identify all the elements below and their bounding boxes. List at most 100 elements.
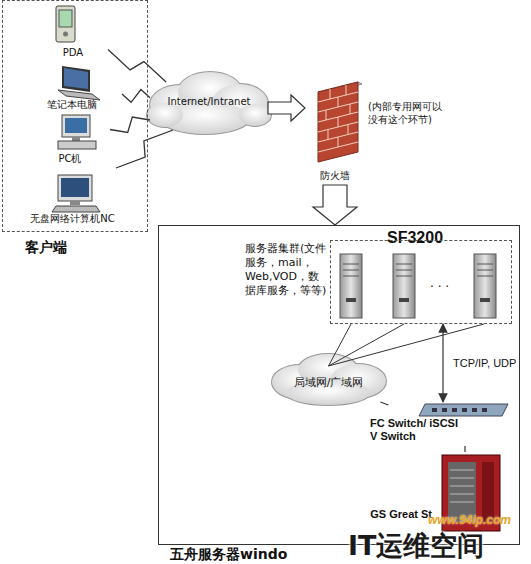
flow-arrow: [313, 185, 357, 225]
storage-icon: [450, 486, 474, 487]
wireless-link: [108, 50, 166, 82]
storage-icon: [450, 470, 474, 471]
pc-icon: [72, 137, 80, 141]
node-label: PC机: [30, 152, 110, 166]
server-icon: [474, 254, 496, 318]
server-icon: [474, 254, 496, 318]
server-icon: [343, 270, 359, 271]
flow-arrow: [268, 95, 305, 121]
firewall-wall: [350, 104, 351, 114]
note-text: (内部专用网可以没有这个环节): [368, 100, 450, 126]
cloud-node: Internet/Intranet: [150, 82, 268, 130]
server-icon: [343, 264, 359, 265]
server-icon: [477, 276, 493, 277]
node-label: 服务器集群(文件服务，mail，Web,VOD，数据库服务，等等): [245, 242, 327, 298]
device-node: 笔记本电脑: [22, 62, 122, 112]
firewall-wall: [318, 82, 358, 162]
switch-icon: [452, 408, 457, 412]
server-icon: [340, 254, 362, 318]
server-icon: [480, 298, 490, 302]
pc-icon: [65, 118, 87, 133]
network-link: [380, 402, 388, 405]
server-icon: [396, 264, 412, 265]
firewall-wall: [348, 124, 349, 134]
network-link: [465, 446, 466, 452]
server-icon: [396, 276, 412, 277]
switch-icon: [419, 404, 508, 416]
device-node: PC机: [30, 112, 110, 166]
nc-icon: [58, 175, 92, 201]
server-icon: [393, 254, 415, 318]
nc-icon: [70, 201, 80, 205]
device-node: 无盘网络计算机NC: [5, 168, 140, 226]
network-link: [329, 324, 352, 366]
pda-icon: [63, 32, 68, 37]
flow-arrow: [313, 185, 357, 225]
node-label: 客户端: [25, 239, 67, 257]
cloud-shape: [239, 104, 271, 126]
switch-icon: [462, 408, 467, 412]
firewall-wall: [338, 137, 339, 147]
firewall-wall: [346, 85, 347, 95]
cloud-node: 局域网/广域网: [265, 360, 392, 405]
cloud-shape: [239, 104, 271, 126]
pc-icon: [58, 141, 96, 149]
laptop-icon: [62, 66, 90, 92]
network-link: [329, 324, 405, 366]
node-label: 笔记本电脑: [22, 98, 122, 112]
wireless-link: [108, 50, 166, 82]
storage-icon: [450, 502, 474, 503]
firewall-wall: [338, 117, 339, 127]
pda-icon: [56, 6, 75, 42]
firewall-wall: [326, 110, 327, 120]
firewall-wall: [318, 82, 362, 162]
wireless-link: [110, 117, 150, 133]
firewall-node: 防火墙: [305, 85, 365, 185]
client-group: 客户端PDA笔记本电脑PC机无盘网络计算机NC: [2, 0, 148, 232]
switch-icon: [482, 408, 487, 412]
watermark: www.94ip.com: [428, 513, 511, 527]
caption: 五舟服务器windo: [170, 546, 287, 564]
storage-icon: [450, 478, 474, 479]
edge-label: TCP/IP, UDP: [453, 357, 516, 369]
pc-icon: [58, 115, 96, 149]
server-icon: [393, 254, 415, 318]
network-link: [380, 402, 388, 405]
network-link: [464, 446, 465, 452]
firewall-wall: [338, 97, 339, 107]
node-label: SF3200: [387, 229, 443, 247]
switch-icon: [442, 408, 447, 412]
server-icon: [396, 270, 412, 271]
flow-arrow: [268, 95, 305, 121]
wireless-link: [122, 90, 150, 103]
nc-icon: [52, 206, 100, 212]
ellipsis-mark: · · ·: [430, 280, 449, 294]
pda-icon: [59, 10, 72, 27]
wireless-link: [116, 130, 173, 168]
node-label: FC Switch/ iSCSI V Switch: [370, 417, 462, 443]
storage-icon: [450, 494, 474, 495]
server-icon: [477, 270, 493, 271]
node-label: GS Great St: [370, 508, 432, 520]
node-label: 防火墙: [305, 169, 365, 183]
firewall-wall: [328, 129, 329, 139]
cloud-shape: [147, 72, 271, 134]
laptop-icon: [64, 68, 88, 89]
server-icon: [340, 254, 362, 318]
node-label: 无盘网络计算机NC: [5, 212, 140, 226]
server-icon: [477, 264, 493, 265]
wireless-link: [122, 90, 150, 103]
switch-icon: [472, 408, 477, 412]
firewall-wall: [330, 89, 331, 99]
server-icon: [343, 276, 359, 277]
server-icon: [346, 298, 356, 302]
watermark: IT运维空间: [348, 528, 484, 564]
node-label: PDA: [38, 47, 108, 58]
network-link: [443, 324, 444, 402]
switch-icon: [419, 404, 508, 416]
switch-node: FC Switch/ iSCSI V Switch: [368, 402, 510, 446]
nc-icon: [61, 178, 89, 197]
node-label: Internet/Intranet: [150, 96, 268, 107]
node-label: 局域网/广域网: [265, 375, 392, 390]
